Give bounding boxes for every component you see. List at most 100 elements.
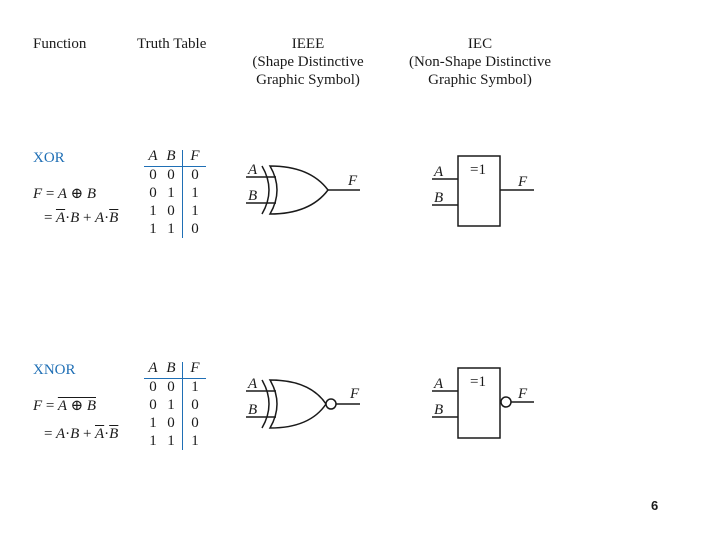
xor-iec-input-b-label: B xyxy=(434,190,443,206)
xor-tt-cell: 0 xyxy=(191,221,199,237)
xnor-equation-1: F = A ⊕ B xyxy=(33,396,96,415)
xor-eq1-lhs: F xyxy=(33,186,43,202)
header-iec-line2: (Non-Shape Distinctive xyxy=(408,54,552,70)
xnor-tt-cell: 1 xyxy=(167,397,175,413)
xnor-iec-gate-box xyxy=(457,367,501,439)
xnor-tt-cell: 1 xyxy=(167,433,175,449)
xor-tt-cell: 1 xyxy=(149,221,157,237)
xor-eq2-a-bar: A xyxy=(55,210,66,226)
xnor-tt-cell: 0 xyxy=(149,379,157,395)
xnor-tt-cell: 1 xyxy=(191,433,199,449)
header-function: Function xyxy=(33,36,87,52)
xnor-eq2-b-bar: B xyxy=(109,426,119,442)
xnor-iec-function-label: =1 xyxy=(470,374,486,390)
xor-tt-cell: 0 xyxy=(167,167,175,183)
header-iec: IEC (Non-Shape Distinctive Graphic Symbo… xyxy=(395,35,565,89)
xor-tt-column-rule xyxy=(182,150,183,238)
xor-eq1-a: A xyxy=(57,186,67,202)
xnor-truth-table: A B F 0 0 1 0 1 0 1 0 0 1 1 1 xyxy=(144,360,208,452)
xor-tt-cell: 1 xyxy=(191,185,199,201)
xor-eq2-dot2: · xyxy=(104,210,110,226)
xnor-eq2-dot1: · xyxy=(65,426,71,442)
xnor-ieee-gate-symbol: A B F xyxy=(246,376,360,429)
xnor-ieee-input-a-label: A xyxy=(247,376,258,392)
xor-equation-1: F = A ⊕ B xyxy=(33,184,96,203)
xnor-tt-cell: 1 xyxy=(149,433,157,449)
header-ieee: IEEE (Shape Distinctive Graphic Symbol) xyxy=(228,35,388,89)
xnor-ieee-inversion-bubble xyxy=(325,398,337,410)
xor-eq2-equals: = xyxy=(44,210,53,226)
xor-tt-cell: 0 xyxy=(191,167,199,183)
xnor-tt-cell: 0 xyxy=(167,415,175,431)
xor-ieee-input-b-label: B xyxy=(248,188,257,204)
xnor-ieee-extra-arc xyxy=(261,379,270,429)
xor-eq2-b-bar: B xyxy=(109,210,119,226)
xor-tt-cell: 1 xyxy=(167,221,175,237)
xnor-eq2-dot2: · xyxy=(104,426,110,442)
xnor-tt-cell: 1 xyxy=(149,415,157,431)
xnor-eq1-expr: A ⊕ B xyxy=(57,398,96,414)
xor-ieee-gate-body xyxy=(268,165,329,215)
xor-tt-cell: 1 xyxy=(167,185,175,201)
xor-ieee-input-a-label: A xyxy=(247,162,258,178)
xnor-eq1-lhs: F xyxy=(33,398,43,414)
xnor-iec-input-b-label: B xyxy=(434,402,443,418)
xor-tt-header-b: B xyxy=(166,148,176,164)
header-iec-line3: Graphic Symbol) xyxy=(428,72,532,88)
xor-eq1-b: B xyxy=(86,186,97,202)
xor-tt-header-f: F xyxy=(190,148,200,164)
xnor-tt-header-b: B xyxy=(166,360,176,376)
xor-ieee-extra-arc xyxy=(261,165,270,215)
header-ieee-line3: Graphic Symbol) xyxy=(256,72,360,88)
xnor-iec-inversion-bubble xyxy=(500,396,512,408)
xor-ieee-output-label: F xyxy=(347,173,358,189)
xor-eq1-equals: = xyxy=(45,186,55,202)
xnor-eq1-equals: = xyxy=(45,398,55,414)
xnor-tt-cell: 0 xyxy=(191,415,199,431)
xor-iec-input-a-label: A xyxy=(433,164,444,180)
xor-tt-cell: 0 xyxy=(167,203,175,219)
xor-iec-gate-box xyxy=(457,155,501,227)
xor-function-name: XOR xyxy=(33,150,65,166)
xnor-iec-output-label: F xyxy=(517,386,528,402)
xor-iec-gate-symbol: A B =1 F xyxy=(432,155,534,227)
xor-eq2-a: A xyxy=(95,210,105,226)
xor-iec-output-label: F xyxy=(517,174,528,190)
xnor-tt-header-a: A xyxy=(148,360,158,376)
xor-tt-cell: 1 xyxy=(149,203,157,219)
xnor-ieee-gate-body xyxy=(268,379,327,429)
xnor-eq2-a: A xyxy=(55,426,66,442)
xor-tt-cell: 1 xyxy=(191,203,199,219)
xnor-tt-header-rule xyxy=(144,378,206,379)
header-iec-line1: IEC xyxy=(467,36,493,52)
xnor-eq2-a-bar: A xyxy=(95,426,105,442)
xor-tt-header-rule xyxy=(144,166,206,167)
header-truth-table: Truth Table xyxy=(137,36,207,52)
xnor-tt-column-rule xyxy=(182,362,183,450)
xor-eq2-plus: + xyxy=(83,210,92,226)
xnor-eq2-equals: = xyxy=(44,426,53,442)
header-ieee-line2: (Shape Distinctive xyxy=(252,54,364,70)
xnor-iec-input-a-label: A xyxy=(433,376,444,392)
xnor-eq2-plus: + xyxy=(83,426,92,442)
xor-tt-cell: 0 xyxy=(149,167,157,183)
xnor-tt-cell: 0 xyxy=(167,379,175,395)
xnor-tt-header-f: F xyxy=(190,360,200,376)
xor-truth-table: A B F 0 0 0 0 1 1 1 0 1 1 1 0 xyxy=(144,148,208,240)
xnor-tt-cell: 1 xyxy=(191,379,199,395)
xor-eq2-dot1: · xyxy=(65,210,71,226)
xor-ieee-gate-symbol: A B F xyxy=(246,162,360,215)
xnor-ieee-input-b-label: B xyxy=(248,402,257,418)
xnor-tt-cell: 0 xyxy=(149,397,157,413)
xor-tt-header-a: A xyxy=(148,148,158,164)
header-ieee-line1: IEEE xyxy=(291,36,325,52)
page-number: 6 xyxy=(651,498,659,513)
xnor-equation-2: = A·B + A·B xyxy=(44,426,118,443)
xnor-ieee-output-label: F xyxy=(349,386,360,402)
xor-eq1-operator: ⊕ xyxy=(70,186,84,202)
xnor-eq2-b: B xyxy=(70,426,80,442)
xor-iec-function-label: =1 xyxy=(470,162,486,178)
xnor-function-name: XNOR xyxy=(33,362,76,378)
xnor-iec-gate-symbol: A B =1 F xyxy=(432,367,534,439)
xor-eq2-b: B xyxy=(70,210,80,226)
